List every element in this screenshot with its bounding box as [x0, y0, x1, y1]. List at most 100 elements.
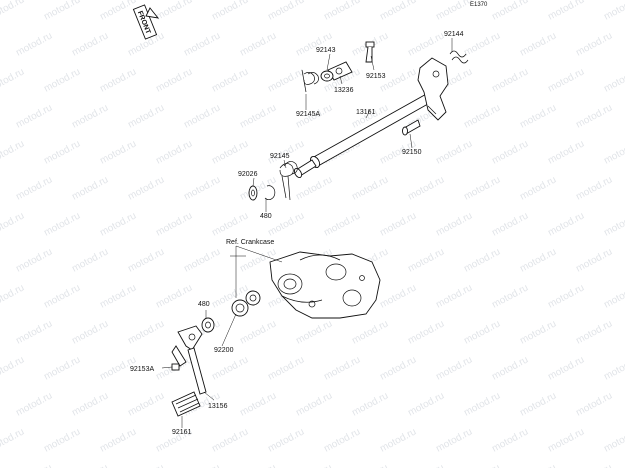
spring-92145a: [301, 69, 319, 93]
watermark-text: motod.ru: [98, 210, 138, 238]
circlip-480-top: [264, 185, 276, 200]
watermark-text: motod.ru: [490, 426, 530, 454]
watermark-text: motod.ru: [350, 174, 390, 202]
watermark-text: motod.ru: [574, 462, 614, 468]
watermark-text: motod.ru: [350, 390, 390, 418]
watermark-text: motod.ru: [98, 138, 138, 166]
watermark-text: motod.ru: [210, 66, 250, 94]
watermark-text: motod.ru: [154, 0, 194, 23]
bolt-92153a: [171, 363, 180, 371]
watermark-text: motod.ru: [294, 390, 334, 418]
watermark-text: motod.ru: [210, 354, 250, 382]
watermark-text: motod.ru: [490, 282, 530, 310]
watermark-text: motod.ru: [546, 210, 586, 238]
watermark-text: motod.ru: [406, 30, 446, 58]
watermark-text: motod.ru: [490, 0, 530, 23]
watermark-text: motod.ru: [350, 318, 390, 346]
watermark-text: motod.ru: [266, 354, 306, 382]
collar-92143: [320, 70, 334, 82]
watermark-text: motod.ru: [490, 210, 530, 238]
watermark-text: motod.ru: [322, 426, 362, 454]
shift-shaft: [293, 91, 436, 179]
watermark-text: motod.ru: [518, 246, 558, 274]
watermark-text: motod.ru: [518, 318, 558, 346]
label-92026: 92026: [238, 171, 258, 178]
shift-plate: [417, 57, 449, 121]
watermark-text: motod.ru: [378, 426, 418, 454]
label-92200: 92200: [214, 347, 234, 354]
watermark-text: motod.ru: [602, 66, 625, 94]
watermark-text: motod.ru: [406, 318, 446, 346]
watermark-text: motod.ru: [14, 102, 54, 130]
watermark-text: motod.ru: [574, 246, 614, 274]
watermark-text: motod.ru: [602, 0, 625, 23]
watermark-text: motod.ru: [434, 426, 474, 454]
watermark-text: motod.ru: [42, 138, 82, 166]
watermark-text: motod.ru: [574, 390, 614, 418]
watermark-text: motod.ru: [602, 210, 625, 238]
watermark-text: motod.ru: [0, 0, 26, 23]
watermark-text: motod.ru: [98, 0, 138, 23]
label-13161: 13161: [356, 109, 376, 116]
watermark-text: motod.ru: [0, 282, 26, 310]
watermark-text: motod.ru: [378, 210, 418, 238]
watermark-text: motod.ru: [266, 426, 306, 454]
oil-seal-92200: [231, 299, 249, 317]
watermark-text: motod.ru: [434, 354, 474, 382]
watermark-text: motod.ru: [0, 426, 26, 454]
front-badge-box: [132, 4, 158, 40]
watermark-text: motod.ru: [406, 462, 446, 468]
watermark-text: motod.ru: [126, 246, 166, 274]
watermark-text: motod.ru: [98, 426, 138, 454]
watermark-text: motod.ru: [126, 462, 166, 468]
crankcase-section: [269, 251, 381, 319]
watermark-text: motod.ru: [238, 462, 278, 468]
watermark-text: motod.ru: [42, 354, 82, 382]
watermark-text: motod.ru: [0, 210, 26, 238]
watermark-text: motod.ru: [42, 210, 82, 238]
diagram-code: E1370: [470, 2, 488, 8]
watermark-text: motod.ru: [154, 138, 194, 166]
watermark-text: motod.ru: [126, 102, 166, 130]
watermark-text: motod.ru: [210, 138, 250, 166]
watermark-text: motod.ru: [490, 66, 530, 94]
watermark-text: motod.ru: [42, 0, 82, 23]
watermark-text: motod.ru: [462, 246, 502, 274]
watermark-text: motod.ru: [42, 282, 82, 310]
watermark-text: motod.ru: [546, 138, 586, 166]
label-480-bottom: 480: [198, 301, 210, 308]
watermark-text: motod.ru: [546, 0, 586, 23]
watermark-text: motod.ru: [266, 0, 306, 23]
label-480-top: 480: [260, 213, 272, 220]
spring-92144: [449, 50, 469, 64]
watermark-text: motod.ru: [238, 390, 278, 418]
watermark-text: motod.ru: [462, 102, 502, 130]
watermark-text: motod.ru: [322, 354, 362, 382]
watermark-text: motod.ru: [210, 426, 250, 454]
watermark-text: motod.ru: [70, 318, 110, 346]
watermark-text: motod.ru: [574, 102, 614, 130]
label-13236: 13236: [334, 87, 354, 94]
watermark-text: motod.ru: [154, 66, 194, 94]
watermark-text: motod.ru: [182, 174, 222, 202]
watermark-text: motod.ru: [434, 282, 474, 310]
watermark-text: motod.ru: [434, 138, 474, 166]
watermark-text: motod.ru: [126, 390, 166, 418]
watermark-text: motod.ru: [406, 390, 446, 418]
label-92150: 92150: [402, 149, 422, 156]
watermark-text: motod.ru: [378, 282, 418, 310]
watermark-text: motod.ru: [14, 174, 54, 202]
watermark-text: motod.ru: [154, 282, 194, 310]
pin-92150: [402, 119, 421, 136]
watermark-text: motod.ru: [210, 0, 250, 23]
watermark-text: motod.ru: [266, 210, 306, 238]
watermark-text: motod.ru: [294, 30, 334, 58]
watermark-text: motod.ru: [518, 102, 558, 130]
label-92145a: 92145A: [296, 111, 320, 118]
watermark-text: motod.ru: [70, 390, 110, 418]
bush: [245, 290, 261, 306]
watermark-text: motod.ru: [322, 210, 362, 238]
watermark-text: motod.ru: [490, 138, 530, 166]
watermark-text: motod.ru: [238, 318, 278, 346]
front-indicator: FRONT: [132, 4, 158, 40]
